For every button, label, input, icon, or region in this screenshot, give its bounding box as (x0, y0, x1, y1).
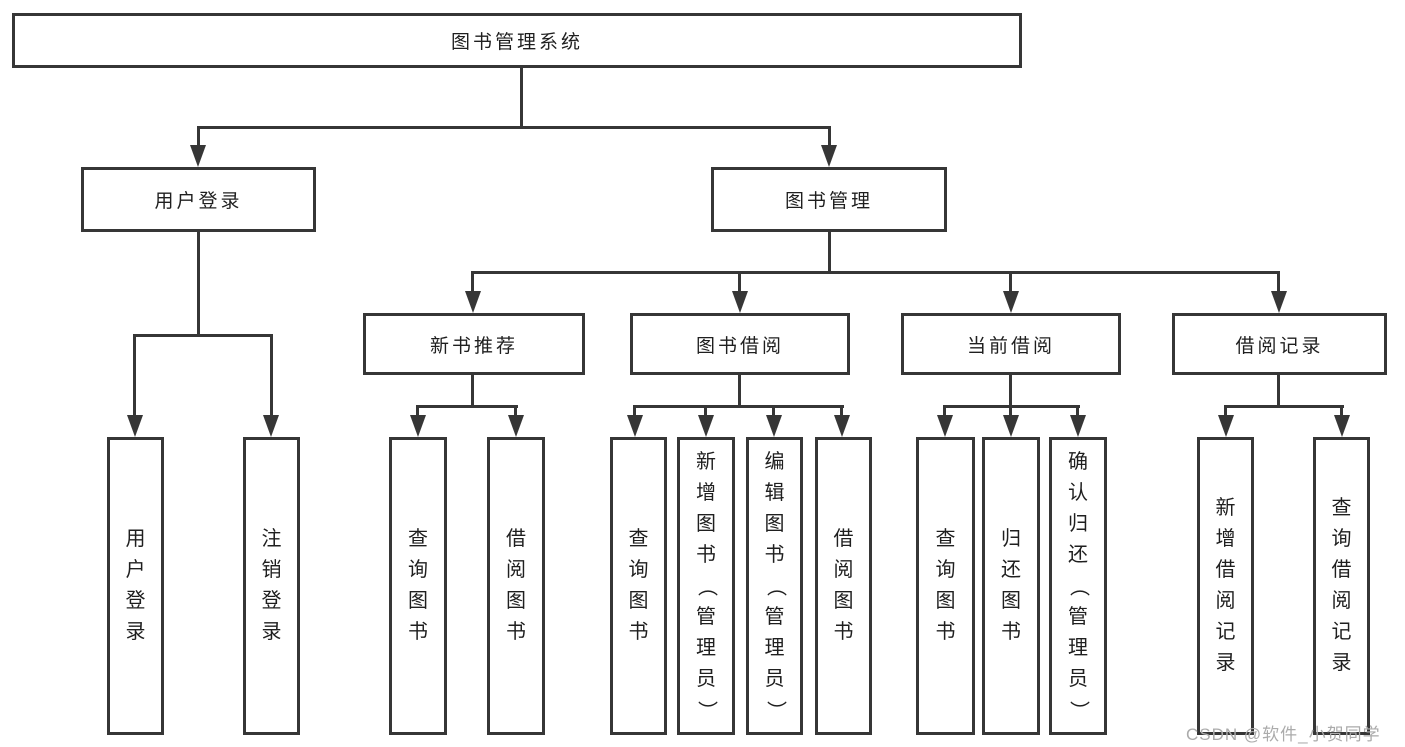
leaf-user-login: 用户登录 (107, 437, 164, 735)
node-label: 当前借阅 (966, 335, 1055, 357)
node-label: 注销登录 (261, 528, 282, 643)
arrowhead-down (127, 415, 143, 437)
arrowhead-down (508, 415, 524, 437)
node-new-book-recommendation: 新书推荐 (363, 313, 585, 375)
leaf-logout: 注销登录 (243, 437, 300, 735)
node-label: 用户登录 (154, 191, 243, 212)
leaf-query-books: 查询图书 (610, 437, 667, 735)
node-book-borrowing: 图书借阅 (630, 313, 850, 375)
arrowhead-down (410, 415, 426, 437)
leaf-confirm-return-admin: 确认归还（管理员） (1049, 437, 1107, 735)
arrowhead-down (732, 291, 748, 313)
connector-line (1009, 271, 1012, 293)
node-label: 借阅记录 (1235, 335, 1324, 357)
node-label: 查询借阅记录 (1331, 497, 1352, 674)
arrowhead-down (1271, 291, 1287, 313)
node-label: 确认归还（管理员） (1067, 450, 1090, 721)
node-label: 新书推荐 (429, 335, 518, 357)
leaf-borrow-books: 借阅图书 (815, 437, 872, 735)
node-label: 图书借阅 (695, 335, 784, 357)
node-label: 查询图书 (935, 528, 956, 643)
connector-line (416, 405, 518, 408)
node-borrowing-records: 借阅记录 (1172, 313, 1387, 375)
connector-line (514, 405, 517, 417)
connector-line (943, 405, 946, 417)
node-label: 借阅图书 (833, 528, 854, 643)
connector-line (471, 375, 474, 408)
node-label: 用户登录 (125, 528, 146, 643)
node-label: 查询图书 (408, 528, 428, 643)
arrowhead-down (1218, 415, 1234, 437)
arrowhead-down (698, 415, 714, 437)
node-label: 借阅图书 (506, 528, 526, 643)
node-label: 图书管理 (784, 191, 873, 212)
connector-line (1009, 405, 1012, 417)
arrowhead-down (821, 145, 837, 167)
arrowhead-down (190, 145, 206, 167)
leaf-borrow-books: 借阅图书 (487, 437, 545, 735)
arrowhead-down (1003, 291, 1019, 313)
node-label: 查询图书 (628, 528, 649, 643)
connector-line (520, 68, 523, 128)
arrowhead-down (937, 415, 953, 437)
connector-line (1277, 375, 1280, 408)
arrowhead-down (834, 415, 850, 437)
node-library-management-system: 图书管理系统 (12, 13, 1022, 68)
connector-line (416, 405, 419, 417)
connector-line (471, 271, 1279, 274)
arrowhead-down (627, 415, 643, 437)
connector-line (828, 126, 831, 148)
node-label: 编辑图书（管理员） (764, 450, 786, 721)
leaf-edit-books-admin: 编辑图书（管理员） (746, 437, 803, 735)
connector-line (1340, 405, 1343, 417)
arrowhead-down (1003, 415, 1019, 437)
arrowhead-down (1334, 415, 1350, 437)
connector-line (772, 405, 775, 417)
connector-line (133, 334, 136, 416)
connector-line (1277, 271, 1280, 293)
node-user-login: 用户登录 (81, 167, 316, 232)
leaf-query-borrow-record: 查询借阅记录 (1313, 437, 1370, 735)
node-label: 新增图书（管理员） (695, 450, 718, 721)
arrowhead-down (465, 291, 481, 313)
connector-line (197, 126, 831, 129)
node-label: 归还图书 (1001, 528, 1021, 643)
connector-line (828, 232, 831, 273)
node-label: 新增借阅记录 (1215, 497, 1236, 674)
connector-line (1224, 405, 1344, 408)
connector-line (197, 232, 200, 336)
node-label: 图书管理系统 (450, 32, 583, 53)
leaf-query-books: 查询图书 (916, 437, 975, 735)
connector-line (471, 271, 474, 293)
connector-line (633, 405, 636, 417)
connector-line (704, 405, 707, 417)
leaf-add-borrow-record: 新增借阅记录 (1197, 437, 1254, 735)
connector-line (133, 334, 273, 337)
arrowhead-down (1070, 415, 1086, 437)
connector-line (633, 405, 844, 408)
node-current-borrowing: 当前借阅 (901, 313, 1121, 375)
arrowhead-down (263, 415, 279, 437)
leaf-query-books: 查询图书 (389, 437, 447, 735)
connector-line (197, 126, 200, 148)
arrowhead-down (766, 415, 782, 437)
connector-line (738, 271, 741, 293)
leaf-add-books-admin: 新增图书（管理员） (677, 437, 735, 735)
connector-line (840, 405, 843, 417)
connector-line (1009, 375, 1012, 408)
connector-line (738, 375, 741, 408)
connector-line (270, 334, 273, 416)
connector-line (1076, 405, 1079, 417)
node-book-management: 图书管理 (711, 167, 947, 232)
connector-line (1224, 405, 1227, 417)
leaf-return-books: 归还图书 (982, 437, 1040, 735)
csdn-watermark: CSDN @软件_小贺同学 (1186, 725, 1381, 744)
